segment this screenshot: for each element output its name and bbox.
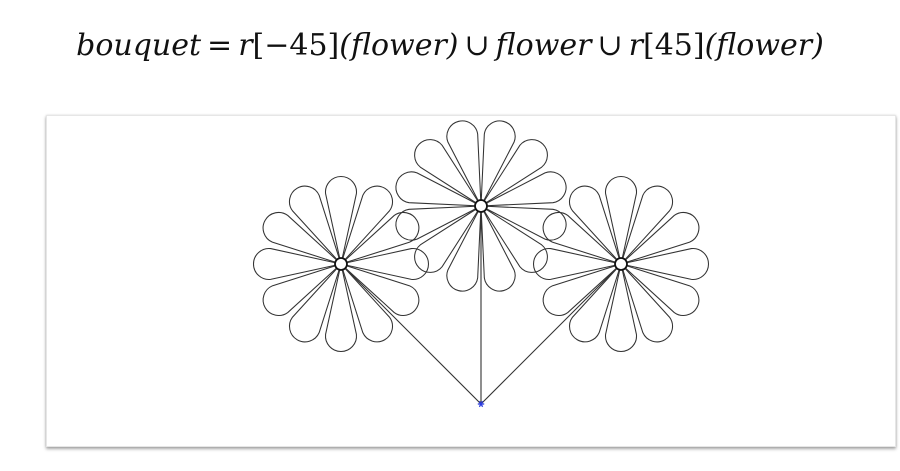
- formula-rotate-left-body: (flower): [339, 28, 459, 63]
- flower-petal: [325, 175, 357, 265]
- flower-petal: [542, 211, 622, 265]
- flower-petal: [480, 139, 548, 207]
- formula-union-1: ∪: [464, 28, 490, 63]
- flower-stem: [480, 263, 622, 405]
- flower-petal: [568, 263, 622, 343]
- flower-petal: [620, 263, 674, 343]
- flower-petal: [395, 171, 482, 207]
- flower-petal: [620, 263, 700, 317]
- flower-petal: [340, 211, 420, 265]
- origin-marker-stroke: [478, 400, 484, 408]
- flower-petal: [532, 248, 622, 280]
- formula-lhs: bouquet: [76, 28, 202, 63]
- flower: [480, 175, 710, 405]
- flower: [395, 120, 567, 404]
- bouquet-drawing: [252, 120, 710, 408]
- flower-petal: [395, 205, 482, 241]
- flower-petal: [340, 248, 430, 280]
- flower-petal: [480, 205, 548, 273]
- flower-petal: [568, 185, 622, 265]
- flower-stem: [340, 263, 482, 405]
- flower-petal: [325, 263, 357, 353]
- drawing-canvas: [46, 115, 896, 447]
- flower-center: [614, 257, 628, 271]
- formula-center-flower: flower: [495, 28, 592, 63]
- flower-petal: [288, 185, 342, 265]
- flower-petal: [414, 205, 482, 273]
- origin-marker: [477, 400, 485, 408]
- flower-petal: [446, 120, 482, 207]
- flower-petal: [480, 205, 516, 292]
- formula-rotate-right-body: (flower): [704, 28, 824, 63]
- flower-petal: [340, 185, 394, 265]
- bouquet-formula: bouquet=r[−45](flower)∪flower∪r[45](flow…: [0, 28, 900, 63]
- flower-center: [334, 257, 348, 271]
- flower-petal: [620, 211, 700, 265]
- flower: [252, 175, 482, 405]
- flower-petal: [262, 263, 342, 317]
- flower-petal: [262, 211, 342, 265]
- flower-petal: [252, 248, 342, 280]
- flower-petal: [414, 139, 482, 207]
- formula-rotate-left-r: r: [238, 28, 253, 63]
- flower-center: [474, 199, 488, 213]
- flower-petal: [620, 185, 674, 265]
- flower-petal: [605, 263, 637, 353]
- flower-petal: [480, 205, 567, 241]
- flower-petal: [620, 248, 710, 280]
- flower-petal: [288, 263, 342, 343]
- flower-petal: [480, 120, 516, 207]
- flower-petal: [340, 263, 394, 343]
- formula-rotate-right-angle: [45]: [643, 28, 705, 63]
- flower-petal: [542, 263, 622, 317]
- flower-petal: [605, 175, 637, 265]
- formula-rotate-right-r: r: [628, 28, 643, 63]
- formula-union-2: ∪: [597, 28, 623, 63]
- formula-rotate-left-angle: [−45]: [252, 28, 340, 63]
- flower-petal: [340, 263, 420, 317]
- flower-petal: [446, 205, 482, 292]
- flower-petal: [480, 171, 567, 207]
- formula-equals: =: [207, 28, 233, 63]
